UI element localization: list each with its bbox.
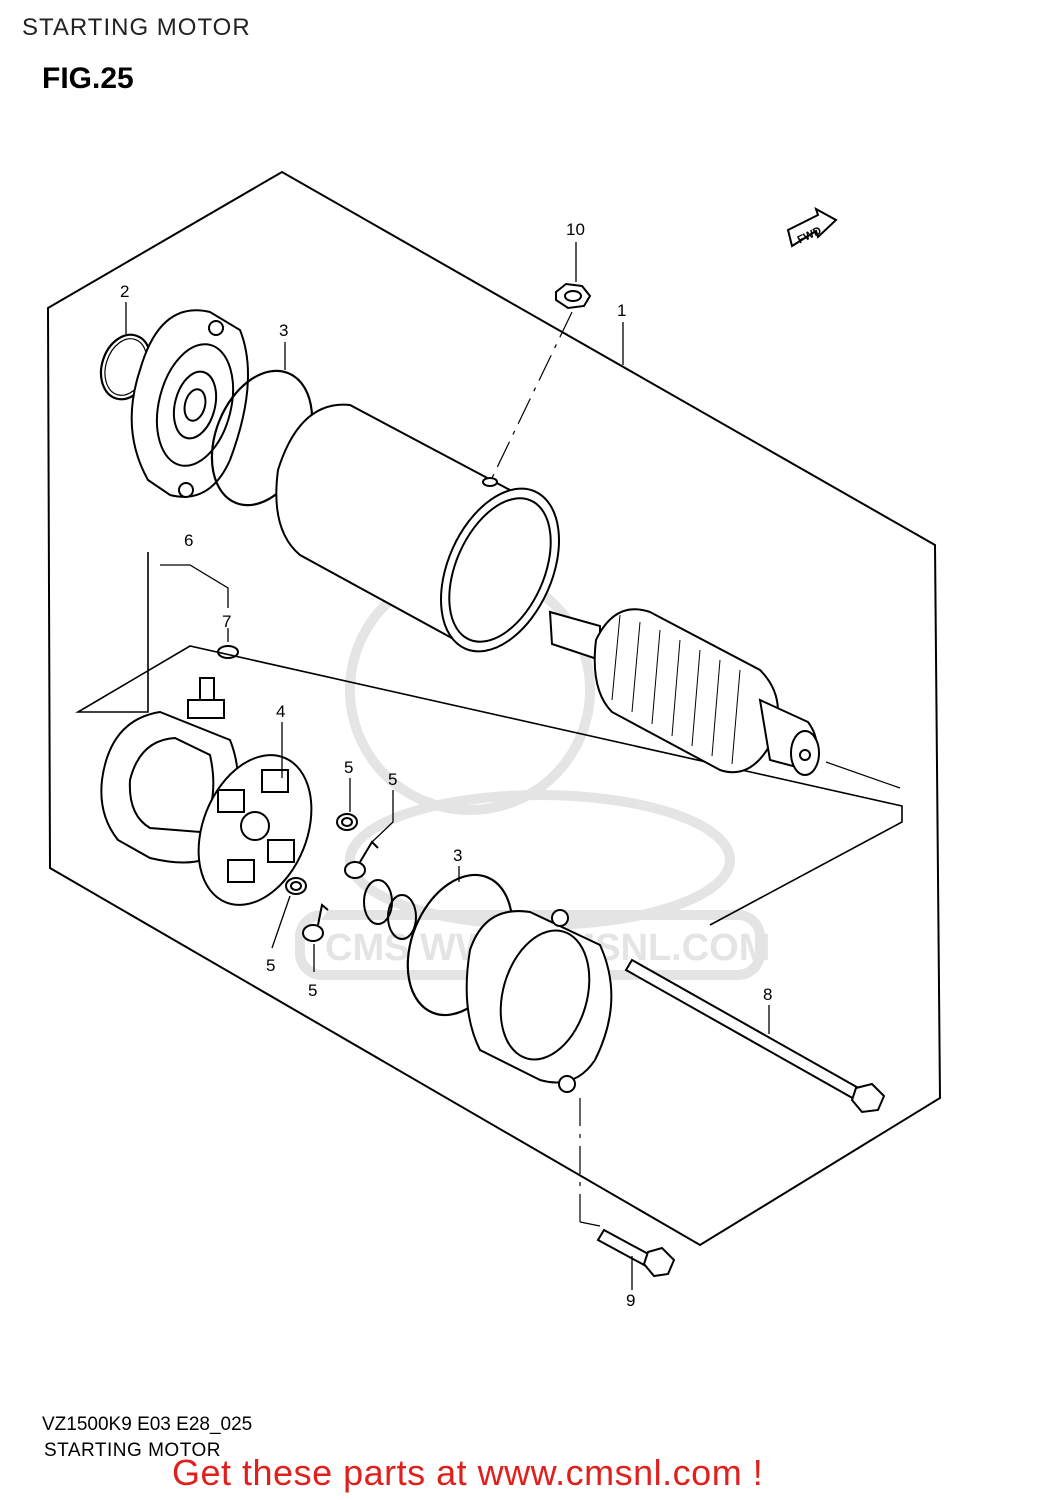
callout-3-lower: 3 (453, 846, 462, 865)
brush-plate-part-4 (197, 754, 313, 906)
brush-group-outline (75, 552, 903, 926)
brush-part-5-a (336, 813, 358, 831)
callout-7: 7 (222, 612, 231, 631)
figure-label: FIG.25 (42, 62, 134, 95)
rear-housing (465, 909, 613, 1093)
fwd-arrow-icon: FWD (786, 206, 838, 248)
brush-part-5-b (344, 840, 379, 879)
callout-10: 10 (566, 220, 585, 239)
assembly-outline (46, 170, 942, 1247)
callout-8: 8 (763, 985, 772, 1004)
cmsnl-promo-link[interactable]: Get these parts at www.cmsnl.com ! (172, 1452, 764, 1493)
washer-b (387, 894, 417, 940)
centerline-10 (491, 311, 573, 479)
front-housing (130, 309, 249, 498)
callout-5-d: 5 (308, 981, 317, 1000)
callout-5-c: 5 (266, 956, 275, 975)
callout-2: 2 (120, 282, 129, 301)
callout-5-a: 5 (344, 758, 353, 777)
callout-1: 1 (617, 301, 626, 320)
brush-part-5-d (302, 903, 329, 942)
motor-case (275, 403, 560, 653)
callout-9: 9 (626, 1291, 635, 1310)
brush-part-5-c (285, 877, 307, 895)
o-ring-part-7 (217, 645, 239, 659)
callout-6: 6 (184, 531, 193, 550)
leader-6 (160, 564, 229, 608)
footer-title: STARTING MOTOR (44, 1440, 221, 1461)
callout-3-upper: 3 (279, 321, 288, 340)
callout-4: 4 (276, 702, 285, 721)
model-code: VZ1500K9 E03 E28_025 (42, 1414, 253, 1435)
page-title: STARTING MOTOR (22, 14, 251, 41)
short-bolt-part-9 (596, 1228, 676, 1278)
callout-5-b: 5 (388, 770, 397, 789)
long-bolt-part-8 (624, 958, 886, 1114)
armature (548, 608, 820, 776)
nut-part-10 (555, 282, 592, 310)
